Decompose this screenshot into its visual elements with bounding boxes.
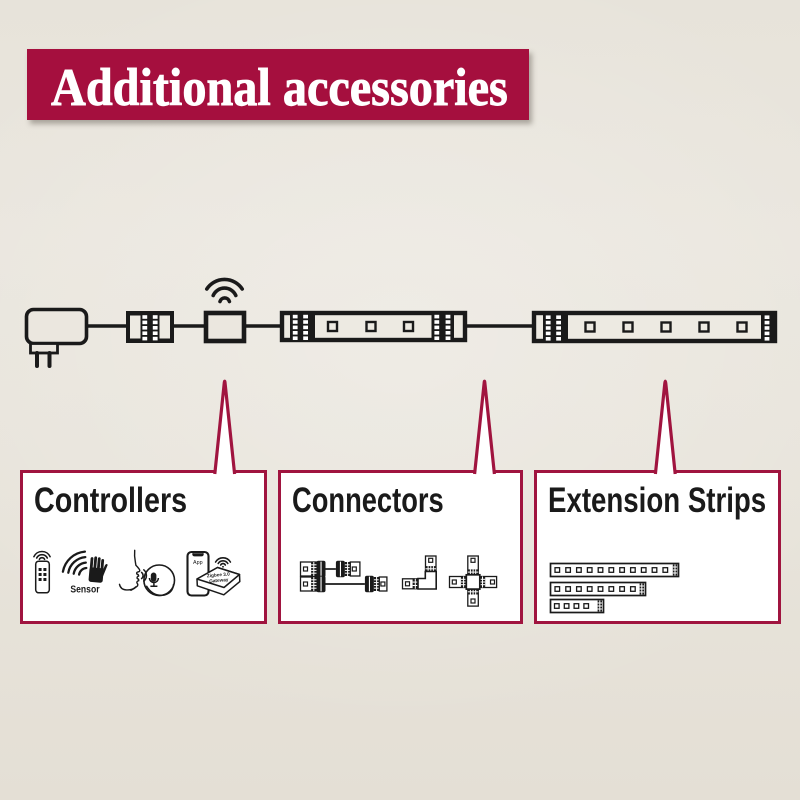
svg-text:Sensor: Sensor bbox=[70, 584, 99, 596]
svg-text:Gateway: Gateway bbox=[209, 577, 229, 584]
svg-text:App: App bbox=[193, 560, 203, 566]
svg-text:Zigbee 3.0: Zigbee 3.0 bbox=[207, 571, 231, 578]
